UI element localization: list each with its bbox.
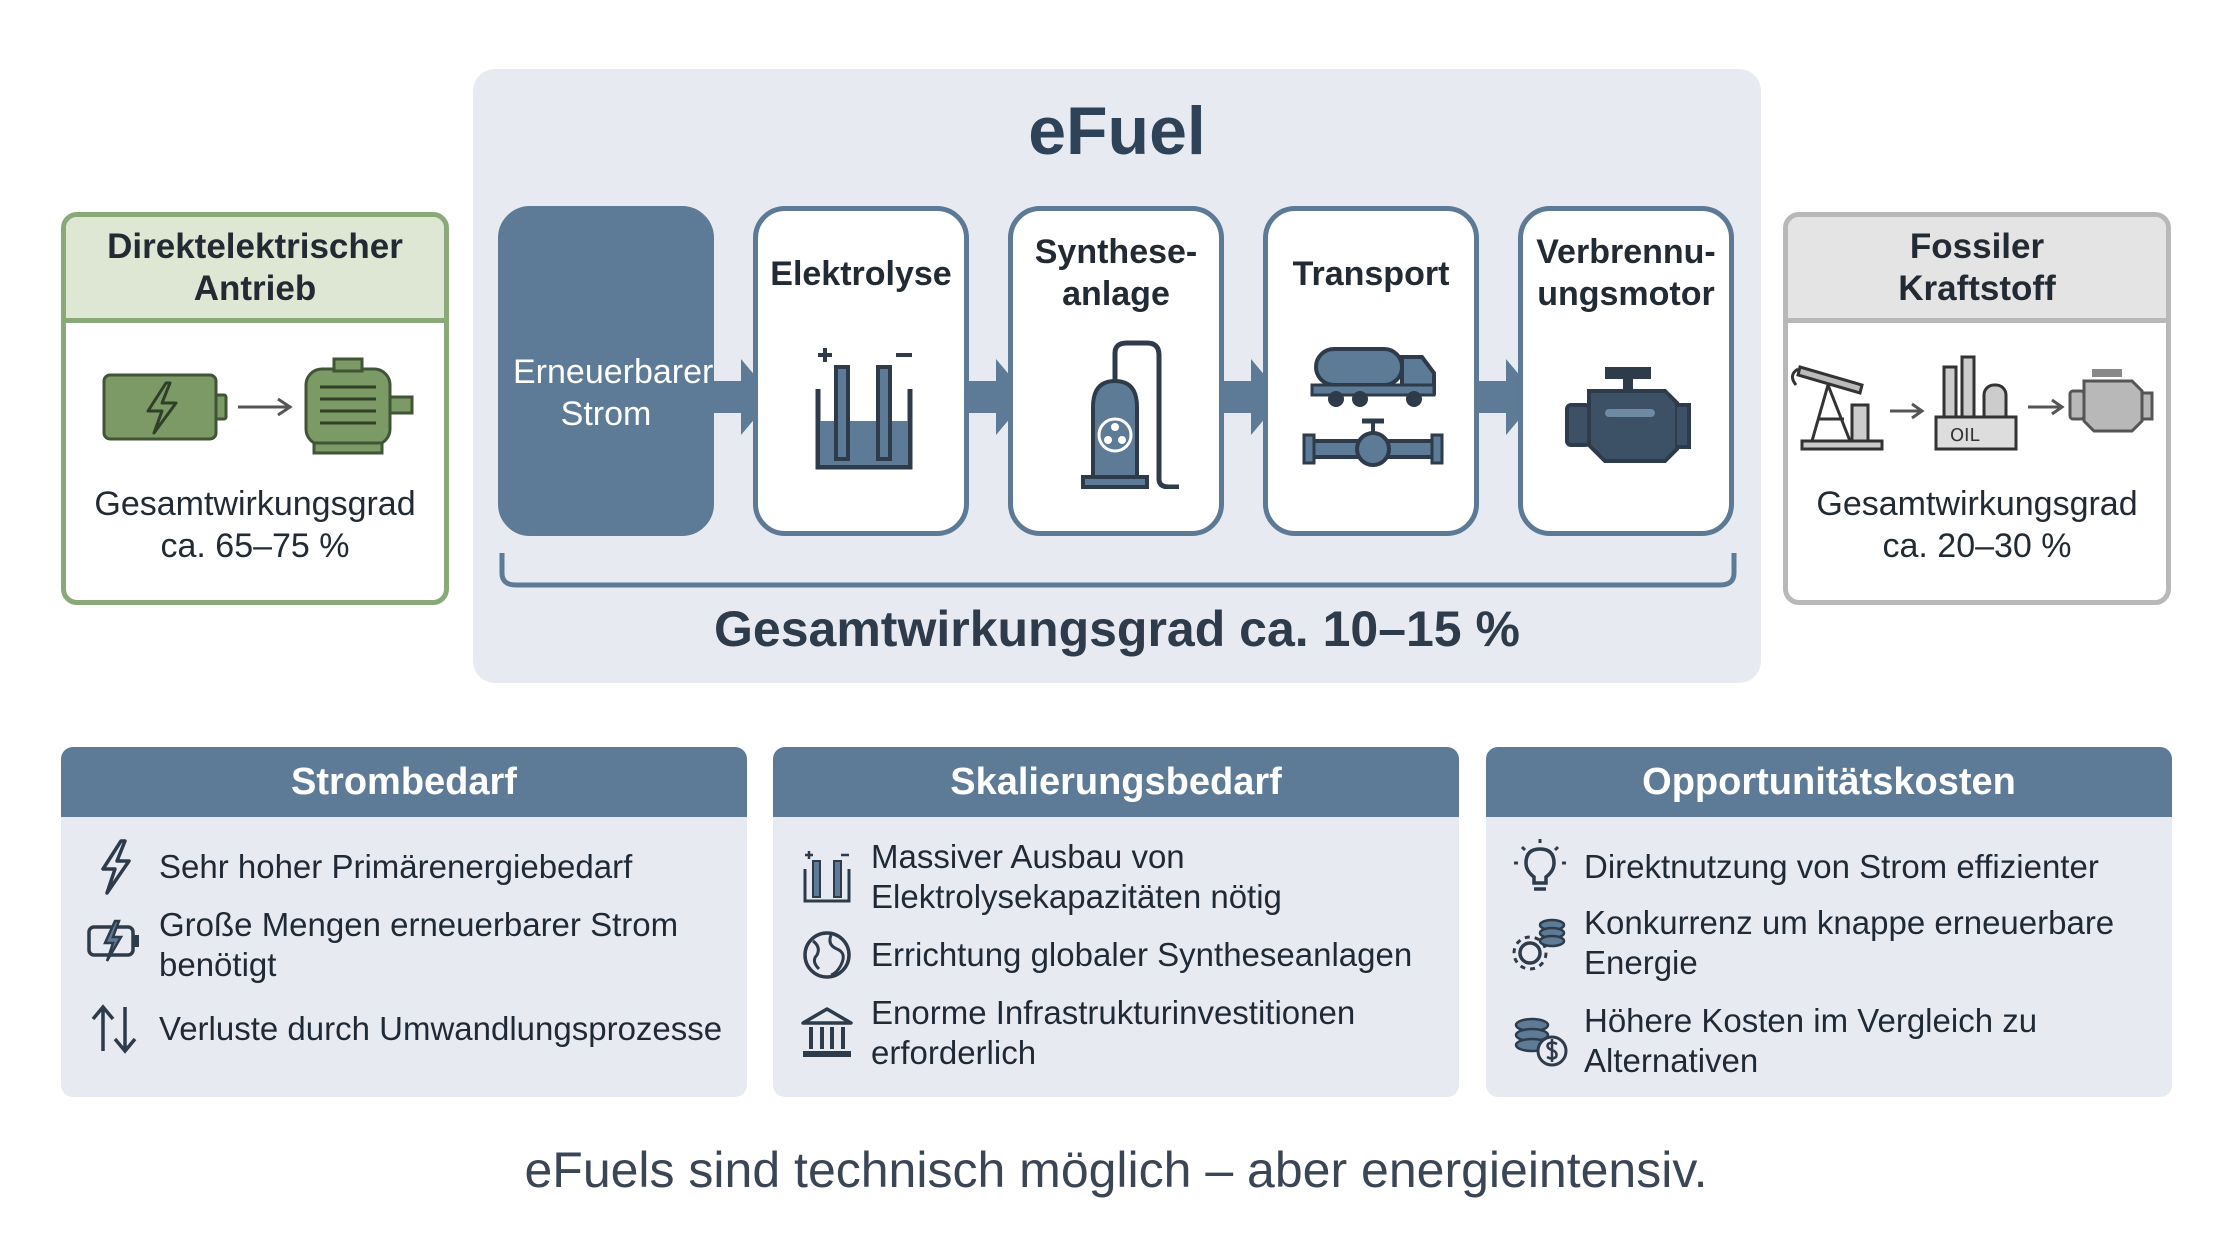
oil-label: OIL — [1950, 425, 1980, 446]
fossil-fuel-card: Fossiler Kraftstoff OIL — [1783, 212, 2171, 605]
step-label: Synthese-anlage — [1034, 233, 1198, 313]
item-text: Konkurrenz um knappe erneuerbare Energie — [1584, 904, 2115, 981]
direct-electric-efficiency: Gesamtwirkungsgrad ca. 65–75 % — [66, 483, 444, 567]
engine-icon — [2068, 369, 2154, 433]
gear-coins-icon — [1512, 918, 1566, 971]
item-text: Massiver Ausbau von Elektrolysekapazität… — [871, 838, 1282, 915]
fossil-fuel-title: Fossiler Kraftstoff — [1788, 217, 2166, 323]
bank-building-icon — [801, 1007, 853, 1057]
item-text: Höhere Kosten im Vergleich zu Alternativ… — [1584, 1002, 2038, 1079]
step-label: Erneuerbarer Strom — [513, 353, 714, 433]
step-synthesis-plant: Synthese-anlage — [1008, 206, 1224, 536]
footer-caption: eFuels sind technisch möglich – aber ene… — [524, 1142, 1708, 1198]
electrolysis-icon — [815, 348, 913, 470]
synthesis-reactor-icon — [1081, 340, 1179, 489]
direct-electric-card: Direktelektrischer Antrieb — [61, 212, 449, 605]
item-text: Errichtung globaler Syntheseanlagen — [871, 936, 1413, 973]
skalierungsbedarf-title: Skalierungsbedarf — [773, 747, 1459, 817]
arrow-right-icon — [2028, 398, 2065, 416]
efficiency-value: ca. 65–75 % — [160, 527, 350, 565]
charging-battery-icon — [87, 919, 139, 962]
item-text: Sehr hoher Primärenergiebedarf — [159, 848, 633, 885]
step-electrolysis: Elektrolyse — [753, 206, 969, 536]
skalierungsbedarf-card: Skalierungsbedarf Massiver Ausbau von El… — [773, 747, 1459, 1097]
flow-arrow-icon — [968, 359, 1028, 435]
opportunitaetskosten-title: Opportunitätskosten — [1486, 747, 2172, 817]
electrolysis-icon — [803, 851, 851, 903]
lightning-icon — [101, 839, 131, 895]
efuel-efficiency: Gesamtwirkungsgrad ca. 10–15 % — [714, 601, 1520, 657]
direct-electric-title: Direktelektrischer Antrieb — [66, 217, 444, 323]
battery-icon — [102, 373, 228, 441]
arrow-right-icon — [1890, 402, 1925, 420]
flow-arrow-icon — [1478, 359, 1538, 435]
flow-arrow-icon — [713, 359, 773, 435]
item-text: Verluste durch Umwandlungsprozesse — [159, 1010, 723, 1047]
step-combustion-engine: Verbrennu-ungsmotor — [1518, 206, 1734, 536]
up-down-arrows-icon — [91, 1004, 137, 1054]
item-text: Direktnutzung von Strom effizienter — [1584, 848, 2099, 885]
light-bulb-icon — [1514, 839, 1566, 891]
efuel-title: eFuel — [1028, 93, 1206, 169]
fossil-fuel-efficiency: Gesamtwirkungsgrad ca. 20–30 % — [1788, 483, 2166, 567]
step-renewable-power: Erneuerbarer Strom — [498, 206, 714, 536]
efficiency-label: Gesamtwirkungsgrad — [1816, 485, 2138, 523]
opportunitaetskosten-card: Opportunitätskosten Direktnutzung von St… — [1486, 747, 2172, 1097]
efficiency-label: Gesamtwirkungsgrad — [94, 485, 416, 523]
step-label: Verbrennu-ungsmotor — [1536, 233, 1716, 313]
arrow-right-icon — [238, 397, 293, 417]
efuel-panel: eFuel Erneuerbarer Strom Elektrolyse Syn… — [473, 69, 1761, 683]
item-text: Enorme Infrastrukturinvestitionen erford… — [871, 994, 1356, 1071]
oil-pump-icon — [1791, 365, 1884, 451]
step-label: Transport — [1292, 255, 1450, 293]
refinery-icon: OIL — [1934, 355, 2018, 451]
strombedarf-title: Strombedarf — [61, 747, 747, 817]
tanker-pipeline-icon — [1302, 347, 1444, 467]
efficiency-bracket — [499, 553, 1737, 588]
flow-arrow-icon — [1223, 359, 1283, 435]
efficiency-value: ca. 20–30 % — [1882, 527, 2072, 565]
direct-electric-icons — [66, 323, 444, 483]
globe-icon — [803, 931, 851, 979]
engine-icon — [1565, 367, 1691, 463]
electric-motor-icon — [304, 357, 414, 455]
step-label: Elektrolyse — [770, 255, 952, 293]
fossil-fuel-icons: OIL — [1788, 323, 2166, 483]
strombedarf-card: Strombedarf Sehr hoher Primärenergiebeda… — [61, 747, 747, 1097]
money-coins-icon — [1514, 1017, 1568, 1067]
item-text: Große Mengen erneuerbarer Strom benötigt — [159, 906, 679, 983]
step-transport: Transport — [1263, 206, 1479, 536]
